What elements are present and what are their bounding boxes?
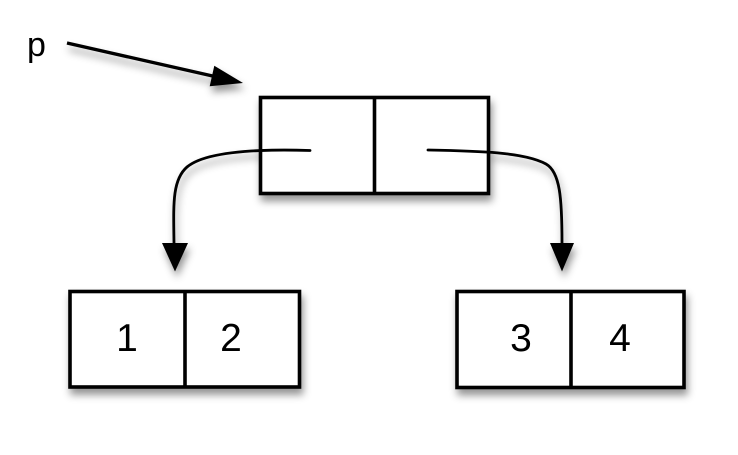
- edge-left-arrowhead-icon: [162, 243, 188, 272]
- pointer-label: p: [27, 26, 46, 64]
- edge-left: [162, 148, 312, 272]
- right-child-cell-1-value: 3: [510, 317, 532, 360]
- pointer-p-arrow: [66, 41, 243, 87]
- left-child-node: [68, 289, 302, 389]
- pointer-p-arrow-shaft: [66, 41, 218, 79]
- pointer-p-arrowhead-icon: [209, 65, 243, 87]
- right-child-node: [455, 289, 686, 390]
- edge-left-curve: [172, 148, 312, 245]
- edge-right: [426, 148, 574, 272]
- root-node: [258, 95, 491, 196]
- left-child-cell-1-value: 1: [116, 317, 138, 360]
- right-child-cell-2-value: 4: [609, 317, 631, 360]
- edge-right-curve: [426, 148, 564, 245]
- edge-right-arrowhead-icon: [550, 243, 574, 272]
- left-child-cell-2-value: 2: [220, 317, 242, 360]
